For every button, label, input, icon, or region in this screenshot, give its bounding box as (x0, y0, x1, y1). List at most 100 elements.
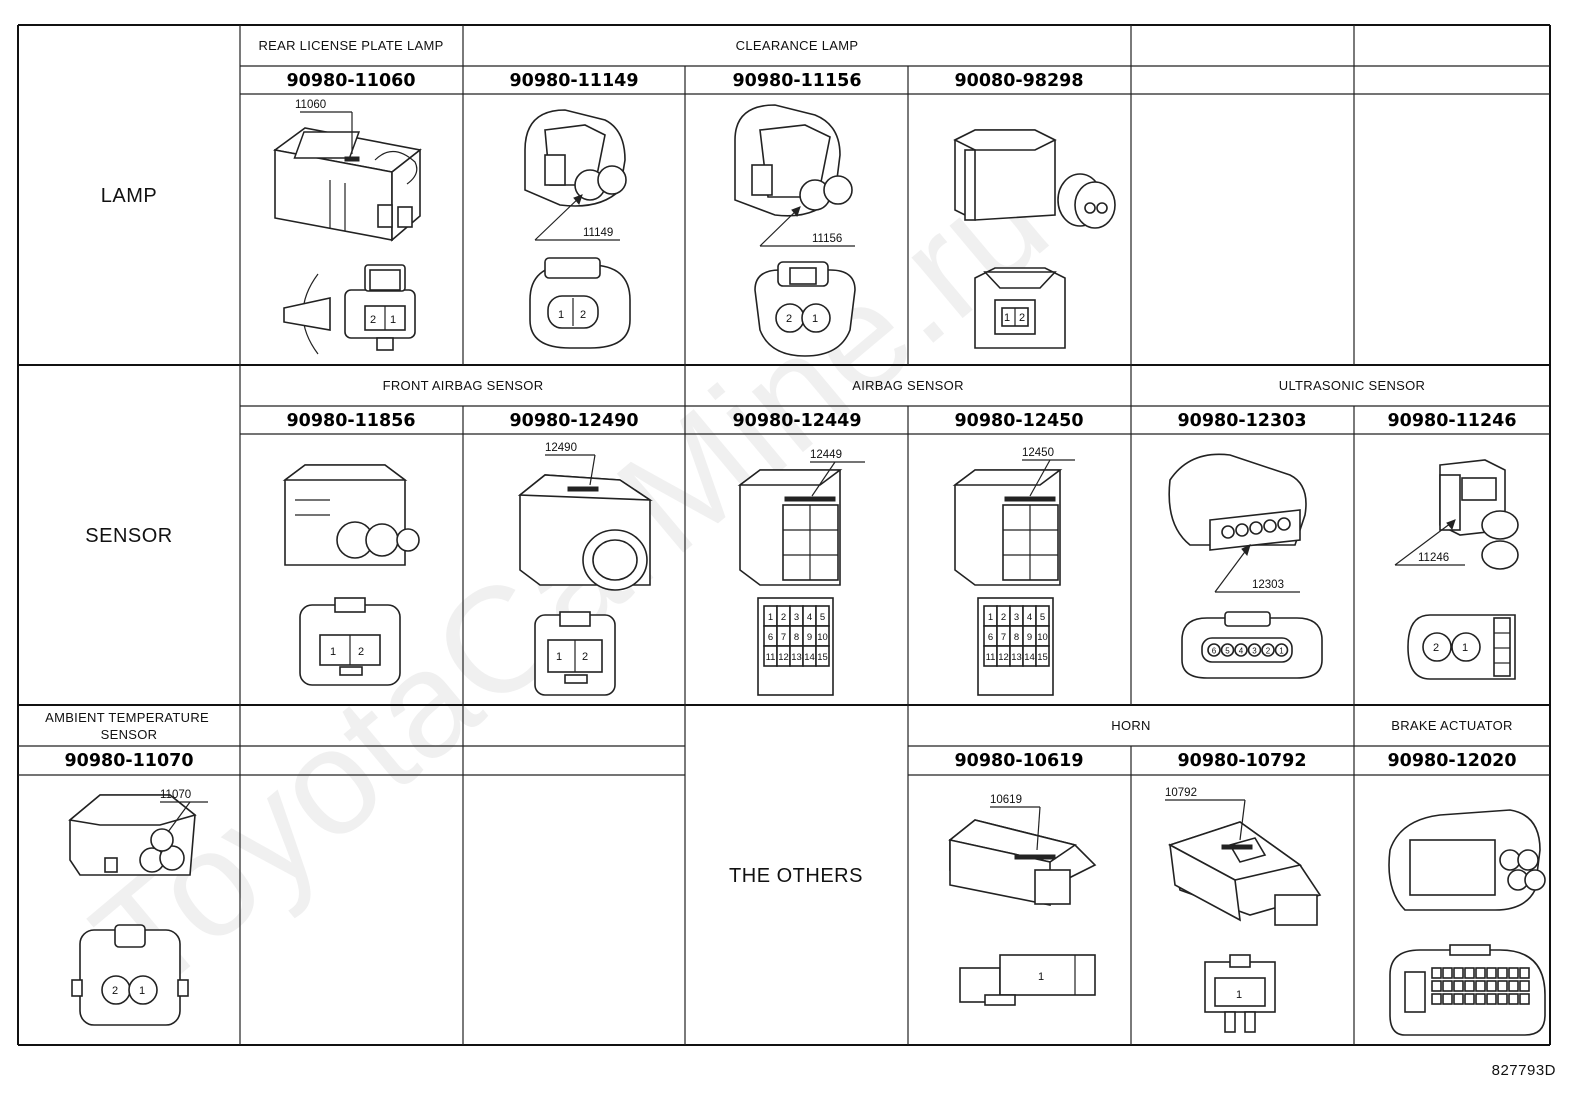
pin-label: 2 (370, 314, 376, 326)
pin-label: 1 (1279, 647, 1284, 656)
pin-label: 7 (1001, 632, 1006, 643)
connector-tag: 11246 (1418, 552, 1449, 564)
pin-label: 5 (1225, 647, 1230, 656)
pin-label: 3 (1014, 612, 1019, 623)
pin-cell (1464, 993, 1475, 1005)
pin-cell (1486, 993, 1497, 1005)
connector-illustration-10792: 10792 1 (1165, 787, 1322, 1033)
pin-cell (1261, 643, 1275, 657)
part-number: 90980-12450 (954, 411, 1083, 431)
part-number: 90980-10792 (1177, 751, 1306, 771)
part-number: 90080-98298 (954, 71, 1083, 91)
pin-cell (1220, 643, 1235, 657)
connector-tag: 10619 (990, 794, 1022, 806)
grid-lines (17, 24, 1551, 1046)
pin-cell (1453, 980, 1464, 992)
pin-label: 13 (791, 652, 802, 663)
pin-label: 14 (804, 652, 815, 663)
pin-label: 3 (1252, 647, 1257, 656)
connector-illustration-11149: 11149 1 2 (524, 109, 631, 349)
pin-label: 9 (807, 632, 812, 643)
pin-cell (1486, 980, 1497, 992)
pin-cell (1519, 993, 1530, 1005)
part-number: 90980-11060 (286, 71, 415, 91)
pin-cell (1431, 967, 1442, 979)
pin-cell (1475, 980, 1486, 992)
pin-cell (1519, 980, 1530, 992)
pin-label: 10 (817, 632, 828, 643)
pin-cell (1035, 645, 1050, 667)
pin-label: 9 (1027, 632, 1032, 643)
pin-label: 1 (988, 612, 993, 623)
row-label-sensor: SENSOR (85, 525, 172, 547)
pin-cell (1475, 967, 1486, 979)
part-number: 90980-11149 (509, 71, 638, 91)
pin-cell (815, 645, 830, 667)
pin-label: 6 (988, 632, 993, 643)
group-clearance-lamp: CLEARANCE LAMP (736, 38, 859, 53)
ambient-label-line: AMBIENT TEMPERATURE (45, 710, 209, 725)
pin-label: 6 (1212, 647, 1217, 656)
pin-cell (1475, 993, 1486, 1005)
part-number: 90980-12490 (509, 411, 638, 431)
pin-label: 1 (390, 314, 396, 326)
pin-label: 2 (1019, 312, 1025, 324)
pin-label: 11 (766, 652, 776, 663)
connector-tag: 11149 (583, 227, 613, 239)
pin-cell (1519, 967, 1530, 979)
pin-cell (1464, 980, 1475, 992)
part-number: 90980-12020 (1387, 751, 1516, 771)
pin-cell (1247, 643, 1262, 657)
group-front-airbag-sensor: FRONT AIRBAG SENSOR (383, 378, 544, 393)
pin-label: 6 (768, 632, 773, 643)
pin-label: 1 (556, 651, 562, 663)
pin-label: 2 (580, 309, 586, 321)
pin-cell (1431, 980, 1442, 992)
connector-illustration-11246: 11246 2 1 (1394, 459, 1519, 680)
connector-tag: 11070 (160, 789, 191, 801)
part-number: 90980-11070 (64, 751, 193, 771)
pin-cell (1274, 643, 1289, 657)
connector-tag: 12449 (810, 449, 842, 461)
pin-label: 1 (558, 309, 564, 321)
ambient-label-line: SENSOR (101, 727, 158, 742)
connector-tag: 12490 (545, 442, 577, 454)
connector-tag: 11060 (295, 99, 326, 111)
pin-label: 1 (139, 985, 145, 997)
pin-label: 5 (820, 612, 825, 623)
pin-label: 4 (1027, 612, 1032, 623)
pin-cell (1207, 643, 1221, 657)
pin-label: 2 (1433, 642, 1439, 654)
part-number: 90980-11156 (732, 71, 861, 91)
pin-label: 11 (986, 652, 996, 663)
connector-tag: 11156 (812, 233, 842, 245)
connector-tag: 12450 (1022, 447, 1054, 459)
connector-illustration-11060: 11060 2 1 (273, 99, 422, 355)
pin-cell (1497, 967, 1508, 979)
pin-label: 4 (1239, 647, 1244, 656)
pin-label: 2 (1001, 612, 1006, 623)
connector-illustration-98298: 1 2 (953, 129, 1116, 349)
connector-illustration-12020 (1388, 809, 1546, 1036)
pin-label: 14 (1024, 652, 1035, 663)
pin-cell (1453, 993, 1464, 1005)
pin-cell (1464, 967, 1475, 979)
pin-cell (1497, 993, 1508, 1005)
pin-label: 2 (112, 985, 118, 997)
pin-label: 10 (1037, 632, 1048, 643)
pin-label: 2 (786, 313, 792, 325)
group-ultrasonic-sensor: ULTRASONIC SENSOR (1279, 378, 1425, 393)
pin-label: 12 (778, 652, 789, 663)
pin-label: 2 (781, 612, 786, 623)
pin-label: 1 (1038, 971, 1044, 983)
row-label-others: THE OTHERS (729, 865, 863, 887)
pin-cell (1508, 967, 1519, 979)
group-ambient-temperature-sensor: AMBIENT TEMPERATURE SENSOR (45, 710, 213, 742)
pin-label: 1 (1462, 642, 1468, 654)
connector-illustration-11070: 11070 2 1 (68, 789, 208, 1026)
pin-label: 15 (817, 652, 828, 663)
group-horn: HORN (1111, 718, 1150, 733)
pin-label: 12 (998, 652, 1009, 663)
connector-illustration-12490: 12490 1 2 (517, 442, 653, 696)
